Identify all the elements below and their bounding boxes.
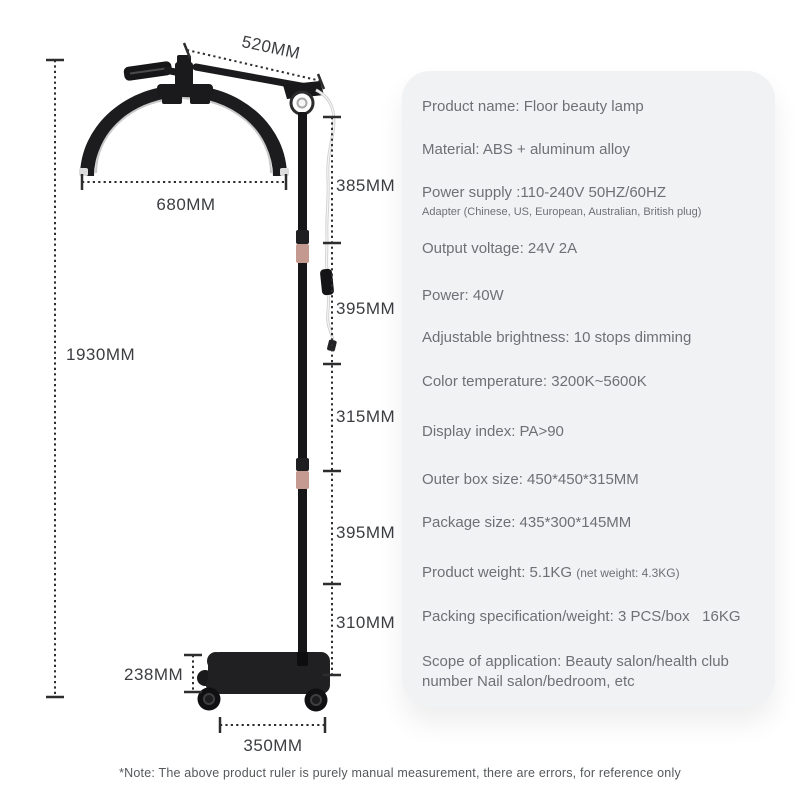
spec-product-name: Product name: Floor beauty lamp (422, 98, 644, 115)
dim-label-base-height: 238MM (124, 665, 184, 684)
dim-label-base-width: 350MM (243, 736, 303, 755)
floor-lamp-illustration (79, 55, 337, 712)
center-mount (157, 55, 213, 104)
pole-collar-upper (296, 244, 309, 263)
spec-panel: Product name: Floor beauty lamp Material… (402, 71, 775, 707)
base-plate (208, 652, 330, 694)
dim-line-base-width (218, 717, 327, 733)
lock-ring-inner (296, 97, 308, 109)
pole-sleeve-upper (296, 230, 309, 244)
dim-label-segment-1: 385MM (336, 176, 396, 195)
spec-scope: Scope of application: Beauty salon/healt… (422, 653, 729, 690)
spec-display-index: Display index: PA>90 (422, 423, 564, 440)
rolling-base (197, 652, 330, 712)
spec-package-size: Package size: 435*300*145MM (422, 514, 632, 531)
spec-net-weight: (net weight: 4.3KG) (576, 566, 680, 580)
dim-line-head-width (80, 174, 288, 190)
inline-switch (320, 268, 334, 296)
arc-end-cap-left (79, 168, 88, 176)
spec-material: Material: ABS + aluminum alloy (422, 141, 631, 158)
phone-clamp (123, 61, 172, 81)
dim-line-arm-length (182, 42, 326, 90)
spec-outer-box-size: Outer box size: 450*450*315MM (422, 471, 639, 488)
pole-socket (297, 652, 308, 666)
dim-label-head-width: 680MM (156, 195, 216, 214)
footnote: *Note: The above product ruler is purely… (119, 766, 681, 780)
pole (298, 112, 307, 662)
dim-line-base-height (184, 653, 202, 694)
dim-label-segment-4: 395MM (336, 523, 396, 542)
clamp-arm (163, 66, 183, 77)
spec-power-supply: Power supply :110-240V 50HZ/60HZ Adapter… (422, 183, 764, 219)
spec-power-supply-adapter: Adapter (Chinese, US, European, Australi… (422, 206, 702, 218)
spec-packing: Packing specification/weight: 3 PCS/box … (422, 608, 741, 625)
pole-collar-lower (296, 471, 309, 489)
dim-label-segment-3: 315MM (336, 407, 396, 426)
dimension-lines (46, 42, 341, 733)
dim-label-total-height: 1930MM (66, 345, 136, 364)
spec-brightness: Adjustable brightness: 10 stops dimming (422, 329, 692, 346)
led-strip-line (95, 97, 272, 174)
spec-output-voltage: Output voltage: 24V 2A (422, 240, 578, 257)
lamp-head-arc (80, 85, 287, 176)
spec-color-temperature: Color temperature: 3200K~5600K (422, 373, 647, 390)
spec-product-weight: Product weight: 5.1KG (net weight: 4.3KG… (422, 564, 680, 581)
pole-sleeve-lower (296, 458, 309, 471)
arc-end-cap-right (280, 168, 289, 176)
spec-power: Power: 40W (422, 287, 504, 304)
dim-line-total-height (46, 58, 64, 699)
dim-label-segment-2: 395MM (336, 299, 396, 318)
dim-label-segment-5: 310MM (336, 613, 396, 632)
dim-line-pole-segments (323, 115, 341, 677)
